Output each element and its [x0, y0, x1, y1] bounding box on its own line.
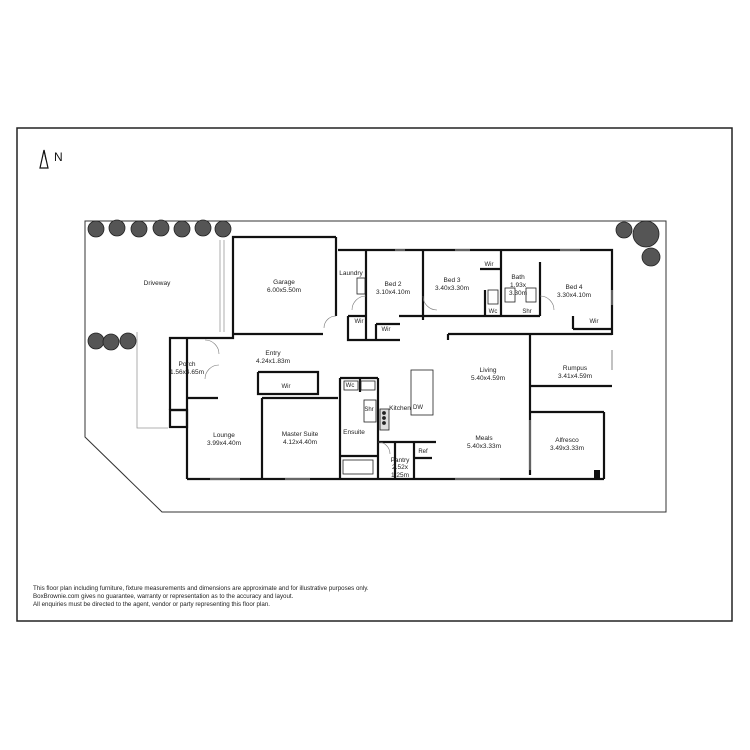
driveway-outline [136, 240, 225, 429]
driveway-label: Driveway [144, 280, 171, 287]
wir-laundry-label: Wir [355, 319, 364, 325]
master-suite-size: 4.12x4.40m [283, 439, 317, 446]
garage-size: 6.00x5.50m [267, 287, 301, 294]
bed4-size: 3.30x4.10m [557, 292, 591, 299]
garage-label: Garage [273, 279, 295, 286]
lot-boundary [84, 220, 667, 513]
wc-ensuite-label: Wc [346, 383, 355, 389]
bath-label: Bath [511, 274, 525, 281]
compass-icon: N [39, 149, 63, 169]
wc-bath-label: Wc [489, 309, 498, 315]
wir-bed2-label: Wir [382, 327, 391, 333]
fixture-labels: Wir Wir Wir Wc Shr Wir Wir Wc Shr DW Ref [282, 262, 599, 455]
bed3-label: Bed 3 [444, 277, 461, 284]
pantry-size-1: 2.52x [392, 464, 409, 471]
door-swings [204, 295, 555, 455]
bed2-size: 3.10x4.10m [376, 289, 410, 296]
shr-bath-label: Shr [522, 309, 531, 315]
house-walls [168, 235, 614, 481]
shr-ensuite-label: Shr [364, 407, 373, 413]
lounge-label: Lounge [213, 432, 235, 439]
bath-size-1: 1.93x [510, 282, 527, 289]
bed4-label: Bed 4 [566, 284, 583, 291]
meals-label: Meals [475, 435, 493, 442]
kitchen-label: Kitchen [389, 405, 411, 412]
alfresco-size: 3.49x3.33m [550, 445, 584, 452]
lounge-size: 3.99x4.40m [207, 440, 241, 447]
porch-label: Porch [179, 361, 196, 368]
ensuite-label: Ensuite [343, 429, 365, 436]
porch-size: 1.56x4.65m [170, 369, 204, 376]
room-labels: Driveway Garage 6.00x5.50m Laundry Bed 2… [144, 270, 592, 479]
living-size: 5.40x4.59m [471, 375, 505, 382]
post [594, 470, 600, 478]
disclaimer-line: This floor plan including furniture, fix… [33, 585, 369, 592]
alfresco-label: Alfresco [555, 437, 579, 444]
windows [210, 249, 613, 480]
entry-label: Entry [265, 350, 281, 357]
rumpus-label: Rumpus [563, 365, 588, 372]
bath-size-2: 3.30m [509, 290, 527, 297]
kitchen-fixtures [342, 277, 537, 475]
meals-size: 5.40x3.33m [467, 443, 501, 450]
laundry-label: Laundry [339, 270, 363, 277]
entry-size: 4.24x1.83m [256, 358, 290, 365]
north-arrow: N [36, 146, 66, 176]
trees [87, 219, 661, 351]
page-frame [16, 127, 733, 622]
wir-bed4-label: Wir [590, 319, 599, 325]
dw-label: DW [413, 405, 423, 411]
ref-label: Ref [418, 449, 428, 455]
disclaimer-line: All enquiries must be directed to the ag… [33, 601, 270, 608]
bed2-label: Bed 2 [385, 281, 402, 288]
master-suite-label: Master Suite [282, 431, 319, 438]
pantry-size-2: 1.25m [391, 472, 409, 479]
wir-top-label: Wir [485, 262, 494, 268]
wir-master-label: Wir [282, 384, 291, 390]
rumpus-size: 3.41x4.59m [558, 373, 592, 380]
pantry-label: Pantry [391, 457, 411, 464]
disclaimer-line: BoxBrownie.com gives no guarantee, warra… [33, 593, 294, 600]
north-label: N [54, 150, 63, 164]
bed3-size: 3.40x3.30m [435, 285, 469, 292]
disclaimer: This floor plan including furniture, fix… [33, 585, 593, 609]
living-label: Living [480, 367, 497, 374]
